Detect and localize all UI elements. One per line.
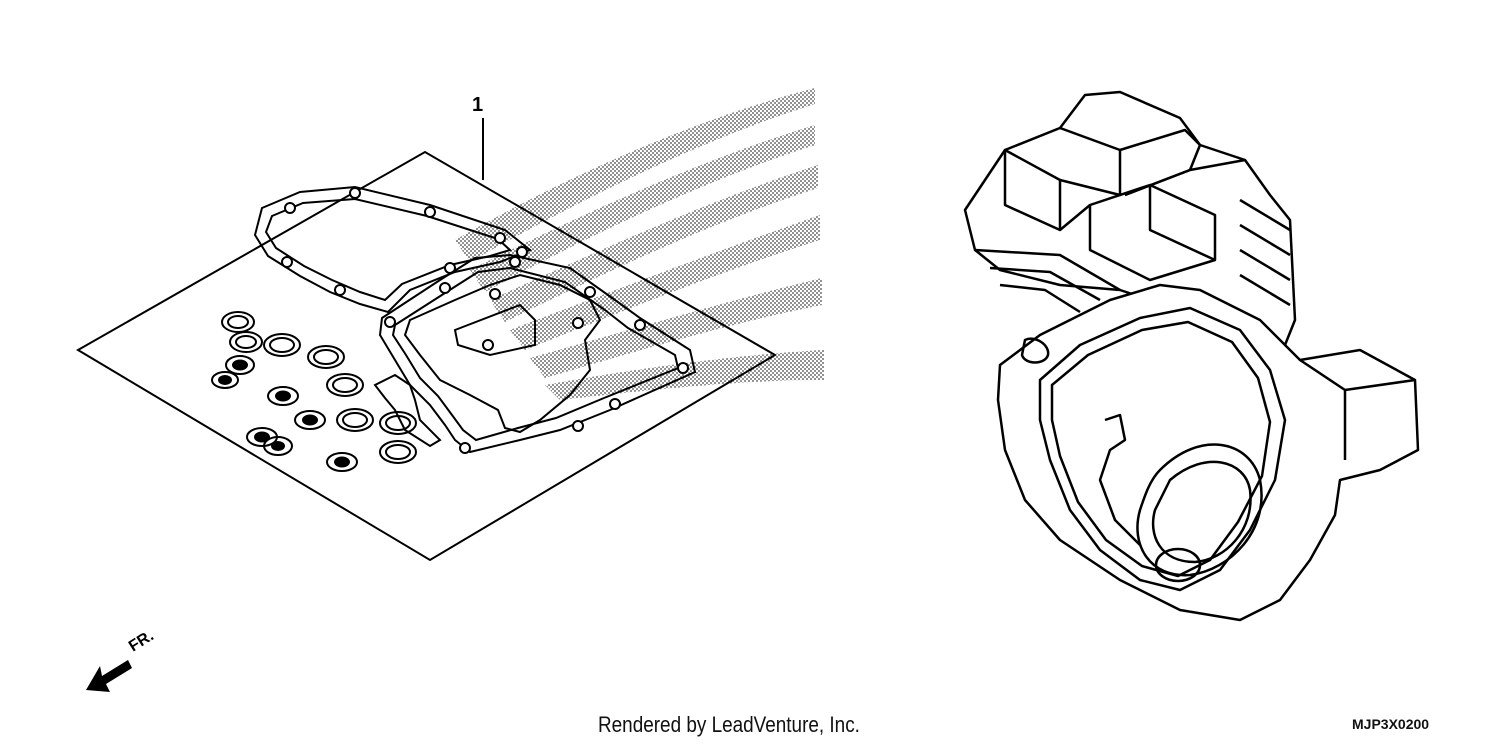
- brand-wing-logo: [455, 88, 824, 400]
- render-credit: Rendered by LeadVenture, Inc.: [598, 712, 860, 737]
- diagram-code: MJP3X0200: [1352, 716, 1430, 732]
- callout-number: 1: [472, 94, 484, 116]
- gasket-kit-sheet: [76, 150, 777, 562]
- o-ring-set: [211, 311, 417, 472]
- engine-illustration: [963, 90, 1420, 622]
- front-direction-arrow-icon: [86, 660, 132, 692]
- upper-gasket: [253, 185, 532, 314]
- lower-gasket: [373, 253, 697, 454]
